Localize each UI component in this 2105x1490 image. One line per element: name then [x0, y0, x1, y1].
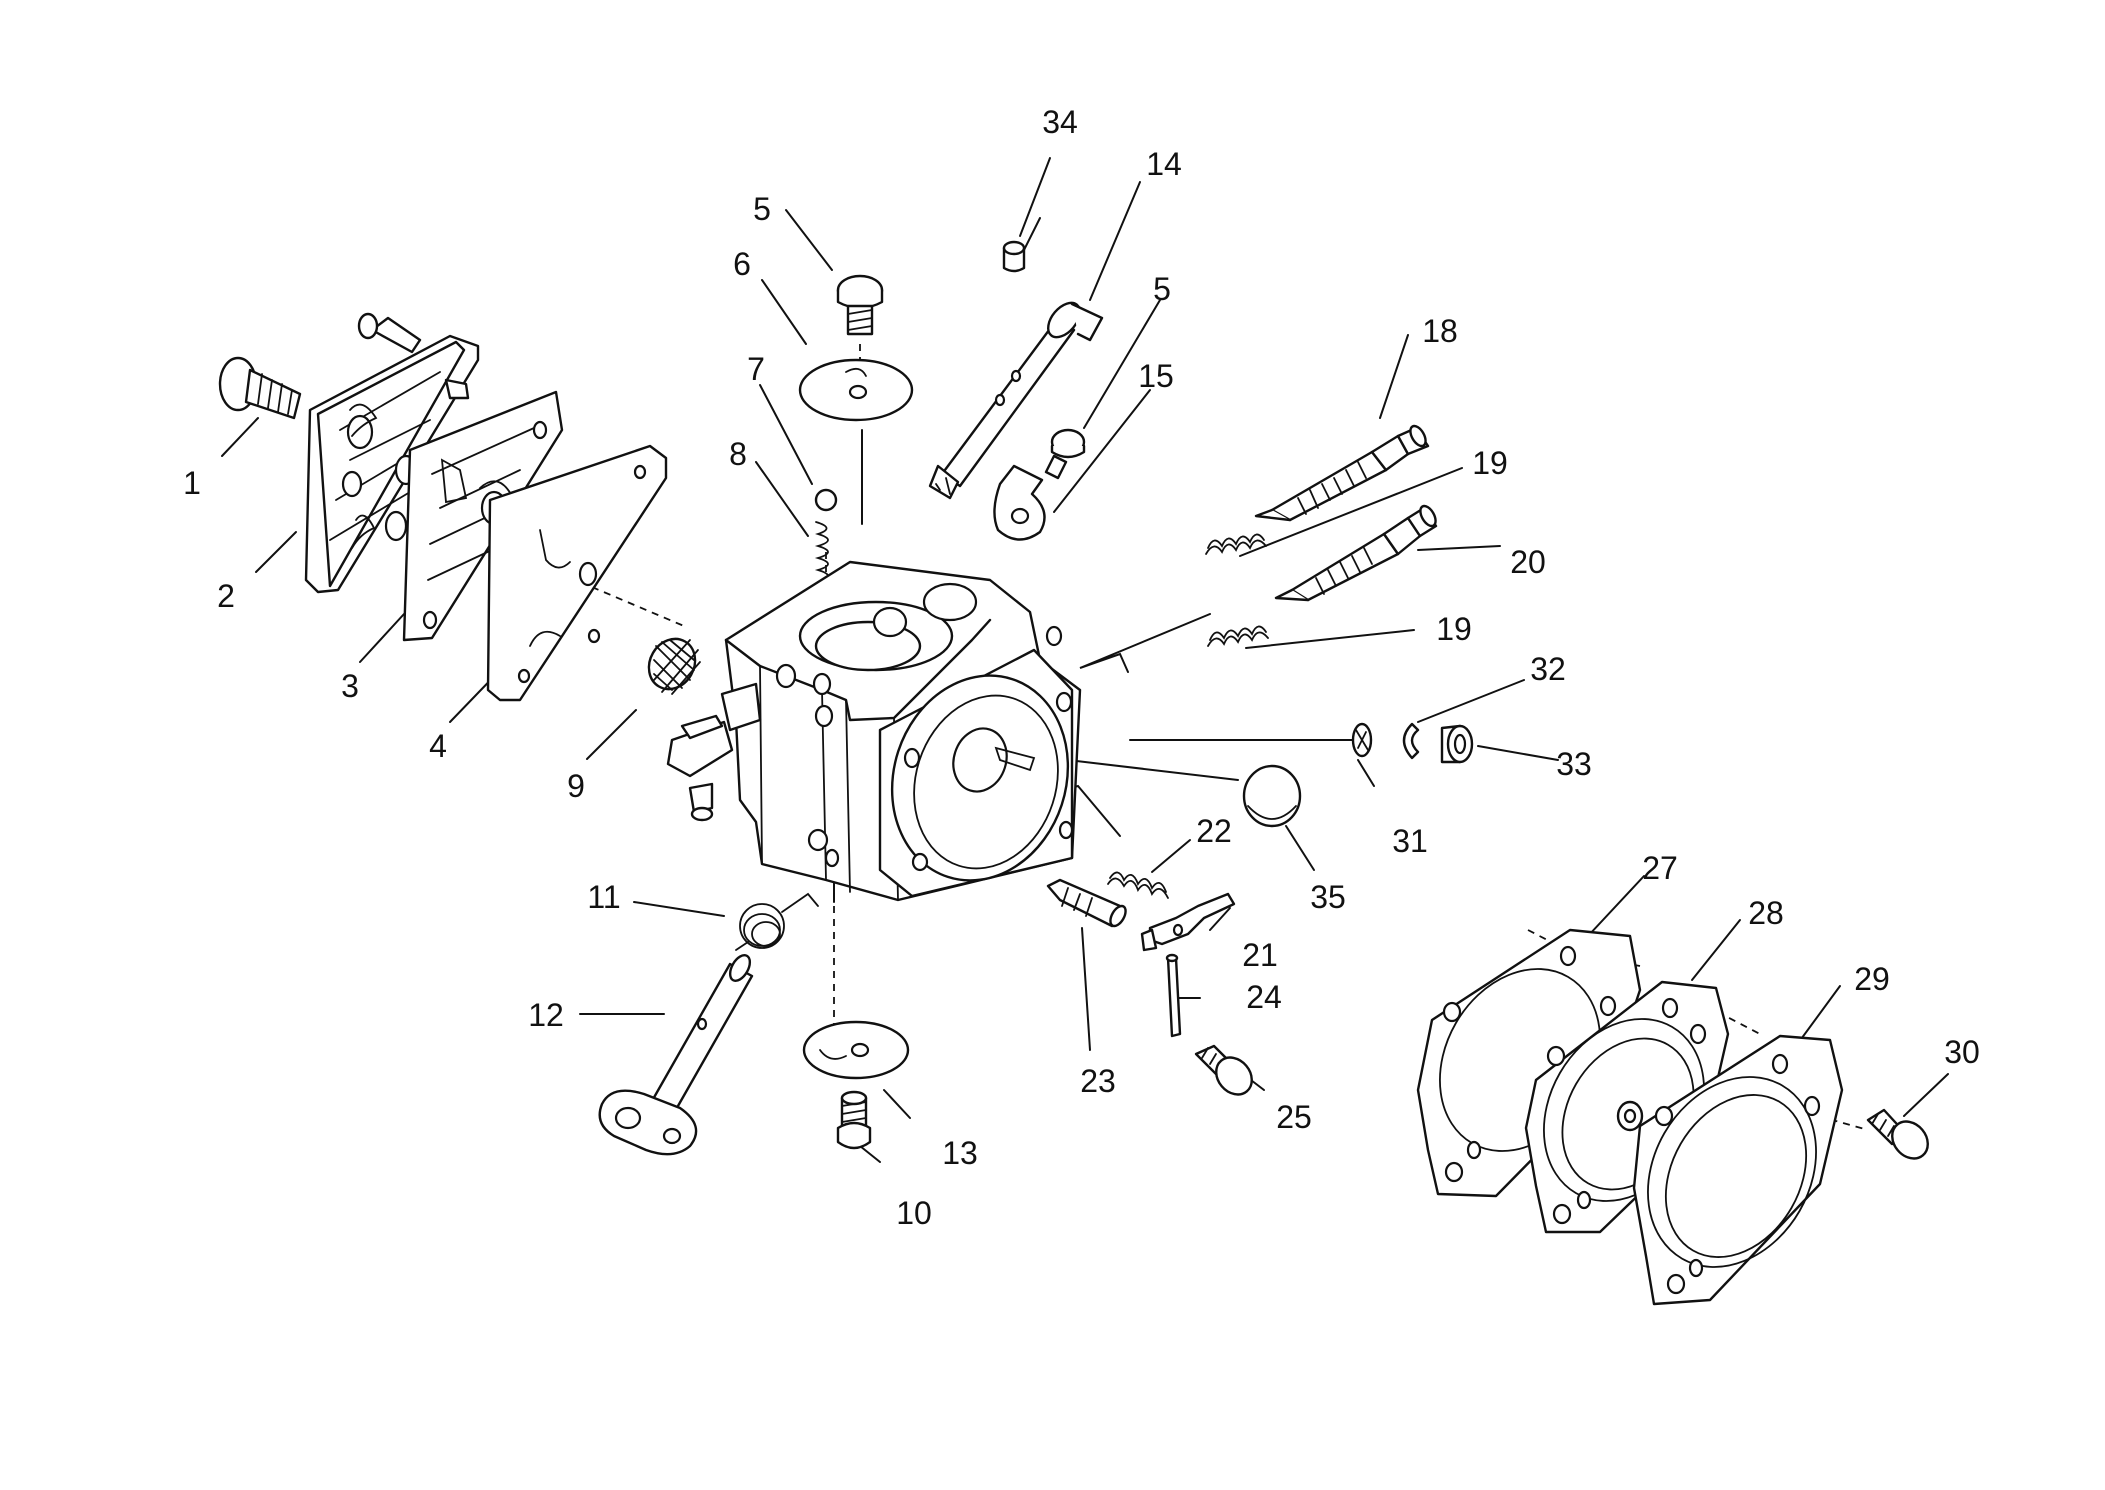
callout-22: 22	[1196, 813, 1232, 849]
carburetor-body	[666, 560, 1082, 902]
callout-29: 29	[1854, 961, 1890, 997]
callout-10: 10	[896, 1195, 932, 1231]
callout-4: 4	[429, 728, 447, 764]
callout-9: 9	[567, 768, 585, 804]
part-15-choke-lever	[993, 464, 1046, 541]
callout-20: 20	[1510, 544, 1546, 580]
part-19-spring-lower	[1207, 625, 1269, 647]
part-10-screw	[836, 1090, 872, 1150]
part-1-screw	[218, 356, 302, 420]
part-7-ball	[814, 488, 838, 512]
part-13-valve-disc	[802, 1020, 910, 1080]
callout-21: 21	[1242, 937, 1278, 973]
part-20-needle	[1274, 504, 1438, 602]
callout-8: 8	[729, 436, 747, 472]
part-14-choke-shaft	[928, 301, 1104, 500]
part-33-bushing	[1440, 724, 1474, 764]
callout-19-lower: 19	[1436, 611, 1472, 647]
part-8-spring	[814, 521, 829, 583]
callout-5-right: 5	[1153, 271, 1171, 307]
callout-25: 25	[1276, 1099, 1312, 1135]
part-5-screw-top	[836, 274, 884, 336]
callout-15: 15	[1138, 358, 1174, 394]
callout-7: 7	[747, 351, 765, 387]
callout-34: 34	[1042, 104, 1078, 140]
part-11-spring	[735, 892, 819, 951]
callout-23: 23	[1080, 1063, 1116, 1099]
part-12-throttle-shaft	[598, 954, 754, 1156]
callout-12: 12	[528, 997, 564, 1033]
callout-28: 28	[1748, 895, 1784, 931]
part-18-needle	[1254, 424, 1430, 522]
part-24-pin	[1165, 953, 1182, 1038]
callout-14: 14	[1146, 146, 1182, 182]
part-31-washer	[1351, 722, 1373, 758]
callout-11: 11	[587, 879, 620, 915]
callout-24: 24	[1246, 979, 1282, 1015]
callout-27: 27	[1642, 850, 1678, 886]
part-35-plug	[1242, 764, 1302, 828]
callout-1: 1	[183, 465, 201, 501]
callout-6: 6	[733, 246, 751, 282]
callout-30: 30	[1944, 1034, 1980, 1070]
callout-5-top: 5	[753, 191, 771, 227]
part-6-valve-disc	[798, 358, 914, 422]
callout-labels: 1 2 3 4 5 5 6 7 8 9 10 11 12 13 14 15 18…	[183, 104, 1980, 1231]
callout-19-upper: 19	[1472, 445, 1508, 481]
callout-31: 31	[1392, 823, 1428, 859]
part-4-diaphragm	[486, 444, 668, 702]
part-29-cover	[1632, 1034, 1844, 1306]
callout-18: 18	[1422, 313, 1458, 349]
part-30-screw	[1866, 1108, 1929, 1160]
callout-33: 33	[1556, 746, 1592, 782]
part-25-screw	[1194, 1044, 1253, 1096]
callout-2: 2	[217, 578, 235, 614]
part-2-pump-cover	[304, 312, 480, 594]
part-34-cap	[1002, 240, 1026, 273]
part-19-spring-upper	[1205, 533, 1267, 555]
part-5-screw-right	[1044, 428, 1086, 480]
part-21-lever	[1140, 892, 1236, 952]
callout-35: 35	[1310, 879, 1346, 915]
callout-32: 32	[1530, 651, 1566, 687]
part-32-clip	[1402, 722, 1420, 760]
part-9-filter-screen	[647, 637, 701, 695]
callout-13: 13	[942, 1135, 978, 1171]
part-23-inlet-needle	[1046, 878, 1127, 928]
part-22-spring	[1107, 871, 1169, 899]
callout-3: 3	[341, 668, 359, 704]
